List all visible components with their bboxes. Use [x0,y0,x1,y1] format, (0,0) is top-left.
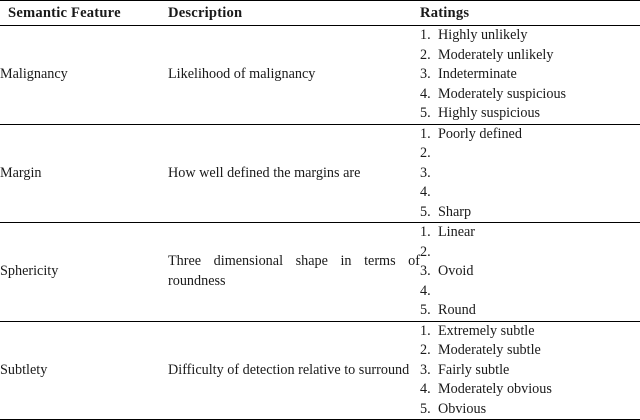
rating-item: 2. [420,243,640,263]
rating-item: 5.Round [420,301,640,321]
rating-number: 2. [420,144,438,164]
rating-label: Highly unlikely [438,27,527,43]
rating-label: Highly suspicious [438,105,540,121]
rating-number: 2. [420,46,438,66]
rating-label: Poorly defined [438,126,522,142]
feature-description-subtlety: Difficulty of detection relative to surr… [168,321,420,420]
table-row: Margin How well defined the margins are … [0,124,640,223]
table-row: Sphericity Three dimensional shape in te… [0,223,640,322]
column-header-ratings: Ratings [420,3,640,26]
ratings-list: 1.Poorly defined 2. 3. 4. 5.Sharp [420,125,640,223]
feature-description-malignancy: Likelihood of malignancy [168,26,420,125]
rating-number: 3. [420,361,438,381]
rating-item: 2. [420,144,640,164]
rating-item: 5.Sharp [420,203,640,223]
rating-item: 5.Highly suspicious [420,104,640,124]
rating-item: 3. [420,164,640,184]
description-text: Three dimensional shape in terms of roun… [168,252,420,291]
feature-description-margin: How well defined the margins are [168,124,420,223]
rating-label: Extremely subtle [438,323,535,339]
table-header: Semantic Feature Description Ratings [0,1,640,26]
rating-number: 1. [420,125,438,145]
rating-item: 3.Ovoid [420,262,640,282]
feature-description-sphericity: Three dimensional shape in terms of roun… [168,223,420,322]
rating-label: Indeterminate [438,66,517,82]
rating-number: 1. [420,26,438,46]
feature-name-malignancy: Malignancy [0,26,168,125]
feature-ratings-margin: 1.Poorly defined 2. 3. 4. 5.Sharp [420,124,640,223]
rating-item: 3.Fairly subtle [420,361,640,381]
rating-item: 1.Highly unlikely [420,26,640,46]
rating-item: 4.Moderately suspicious [420,85,640,105]
feature-name-subtlety: Subtlety [0,321,168,420]
rating-number: 1. [420,223,438,243]
rating-item: 4.Moderately obvious [420,380,640,400]
rating-label: Obvious [438,401,486,417]
rating-item: 4. [420,282,640,302]
ratings-list: 1.Highly unlikely 2.Moderately unlikely … [420,26,640,124]
rating-number: 5. [420,400,438,420]
rating-number: 3. [420,65,438,85]
feature-ratings-sphericity: 1.Linear 2. 3.Ovoid 4. 5.Round [420,223,640,322]
rating-label: Moderately suspicious [438,86,566,102]
description-text: Likelihood of malignancy [168,65,420,85]
rating-number: 4. [420,282,438,302]
rating-item: 4. [420,183,640,203]
description-text: Difficulty of detection relative to surr… [168,361,420,381]
rating-number: 2. [420,341,438,361]
table-body: Malignancy Likelihood of malignancy 1.Hi… [0,26,640,420]
rating-item: 1.Poorly defined [420,125,640,145]
rating-number: 5. [420,301,438,321]
rating-item: 1.Extremely subtle [420,322,640,342]
rating-number: 5. [420,203,438,223]
column-header-semantic-feature: Semantic Feature [0,3,168,26]
rating-label: Ovoid [438,263,473,279]
rating-number: 3. [420,262,438,282]
table-row: Malignancy Likelihood of malignancy 1.Hi… [0,26,640,125]
rating-number: 5. [420,104,438,124]
rating-number: 4. [420,380,438,400]
ratings-list: 1.Extremely subtle 2.Moderately subtle 3… [420,322,640,420]
ratings-list: 1.Linear 2. 3.Ovoid 4. 5.Round [420,223,640,321]
rating-label: Round [438,302,476,318]
feature-name-margin: Margin [0,124,168,223]
rating-label: Linear [438,224,475,240]
rating-item: 5.Obvious [420,400,640,420]
table-row: Subtlety Difficulty of detection relativ… [0,321,640,420]
rating-label: Moderately subtle [438,342,541,358]
rating-item: 2.Moderately unlikely [420,46,640,66]
rating-item: 2.Moderately subtle [420,341,640,361]
rating-label: Moderately unlikely [438,47,553,63]
rating-item: 1.Linear [420,223,640,243]
rating-number: 4. [420,183,438,203]
rating-number: 4. [420,85,438,105]
column-header-description: Description [168,3,420,26]
rating-number: 3. [420,164,438,184]
rating-number: 1. [420,322,438,342]
rating-number: 2. [420,243,438,263]
rating-label: Moderately obvious [438,381,552,397]
description-text: How well defined the margins are [168,164,420,184]
feature-ratings-malignancy: 1.Highly unlikely 2.Moderately unlikely … [420,26,640,125]
rating-label: Fairly subtle [438,362,509,378]
feature-name-sphericity: Sphericity [0,223,168,322]
rating-item: 3.Indeterminate [420,65,640,85]
feature-ratings-subtlety: 1.Extremely subtle 2.Moderately subtle 3… [420,321,640,420]
rating-label: Sharp [438,204,471,220]
table-header-row: Semantic Feature Description Ratings [0,3,640,26]
